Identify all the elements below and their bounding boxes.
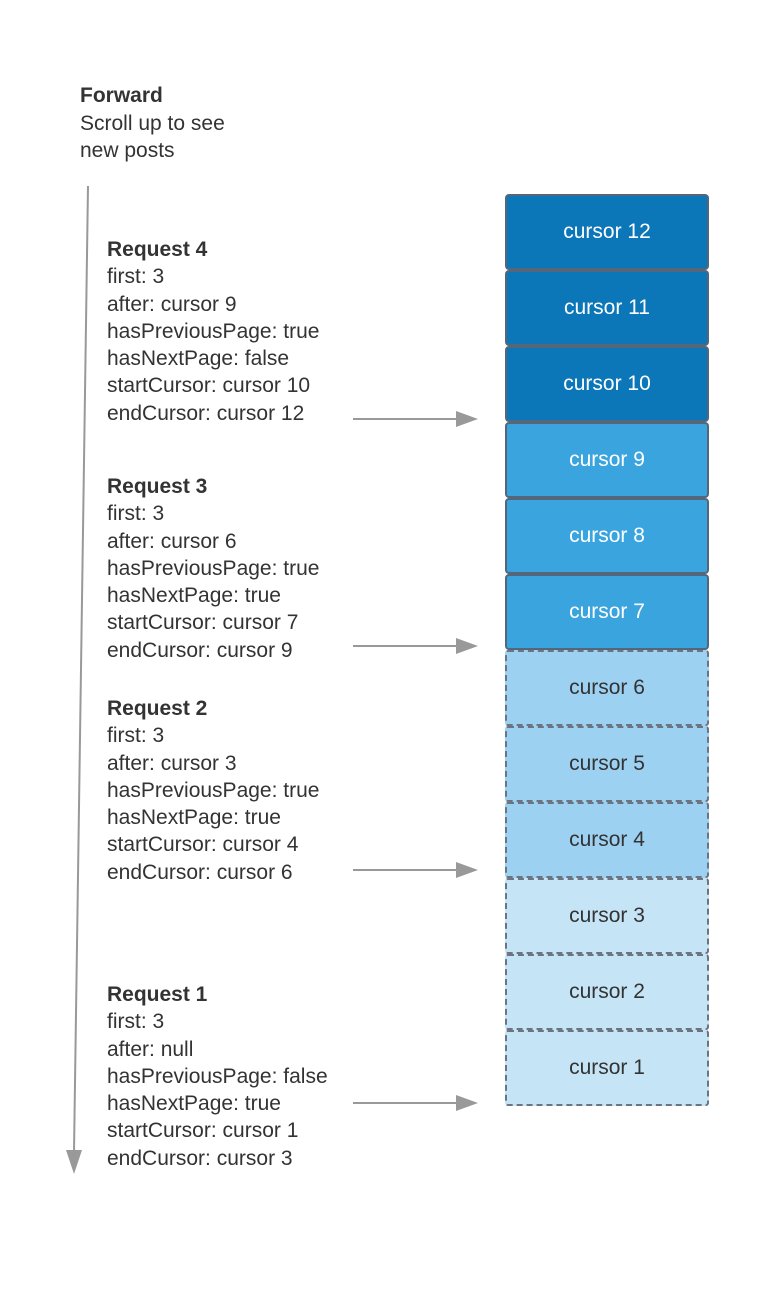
header-title: Forward	[80, 84, 163, 107]
request-param: hasPreviousPage: false	[107, 1064, 328, 1088]
request-3-block: Request 3 first: 3 after: cursor 6 hasPr…	[107, 473, 319, 664]
request-param: hasPreviousPage: true	[107, 778, 320, 802]
request-4-arrowhead	[456, 411, 478, 427]
request-title: Request 1	[107, 983, 208, 1006]
request-param: first: 3	[107, 1010, 165, 1034]
request-param: startCursor: cursor 10	[107, 374, 311, 398]
request-1-block: Request 1 first: 3 after: null hasPrevio…	[107, 981, 328, 1172]
request-param: endCursor: cursor 6	[107, 860, 293, 884]
request-param: hasNextPage: true	[107, 806, 281, 830]
request-param: hasNextPage: true	[107, 584, 281, 608]
request-param: startCursor: cursor 1	[107, 1119, 299, 1143]
request-param: after: cursor 9	[107, 292, 237, 316]
request-param: hasPreviousPage: true	[107, 319, 320, 343]
cursor-box-3: cursor 3	[505, 878, 709, 954]
request-param: first: 3	[107, 265, 165, 289]
request-param: after: null	[107, 1037, 194, 1061]
request-param: first: 3	[107, 724, 165, 748]
request-2-block: Request 2 first: 3 after: cursor 3 hasPr…	[107, 695, 319, 886]
request-param: first: 3	[107, 502, 165, 526]
request-param: after: cursor 3	[107, 751, 237, 775]
request-3-arrowhead	[456, 638, 478, 654]
request-param: endCursor: cursor 12	[107, 401, 305, 425]
cursor-box-10: cursor 10	[505, 346, 709, 422]
scroll-direction-arrowhead	[66, 1150, 82, 1174]
request-param: after: cursor 6	[107, 529, 237, 553]
header-subtitle-line: Scroll up to see	[80, 111, 225, 135]
request-param: endCursor: cursor 3	[107, 1146, 293, 1170]
request-param: hasPreviousPage: true	[107, 556, 320, 580]
request-param: hasNextPage: true	[107, 1092, 281, 1116]
request-param: startCursor: cursor 4	[107, 833, 299, 857]
scroll-direction-line	[73, 185, 89, 1153]
request-param: startCursor: cursor 7	[107, 611, 299, 635]
cursor-box-7: cursor 7	[505, 574, 709, 650]
request-1-arrowhead	[456, 1095, 478, 1111]
cursor-box-12: cursor 12	[505, 194, 709, 270]
cursor-box-5: cursor 5	[505, 726, 709, 802]
request-param: endCursor: cursor 9	[107, 638, 293, 662]
request-title: Request 3	[107, 475, 208, 498]
request-title: Request 4	[107, 238, 208, 261]
request-4-block: Request 4 first: 3 after: cursor 9 hasPr…	[107, 236, 319, 427]
cursor-box-11: cursor 11	[505, 270, 709, 346]
cursor-box-2: cursor 2	[505, 954, 709, 1030]
cursor-box-1: cursor 1	[505, 1030, 709, 1106]
cursor-box-8: cursor 8	[505, 498, 709, 574]
cursor-box-6: cursor 6	[505, 650, 709, 726]
cursor-box-4: cursor 4	[505, 802, 709, 878]
request-title: Request 2	[107, 697, 208, 720]
header-subtitle-line: new posts	[80, 139, 175, 162]
cursor-box-9: cursor 9	[505, 422, 709, 498]
request-2-arrowhead	[456, 862, 478, 878]
diagram-header: Forward Scroll up to see new posts	[80, 82, 225, 165]
request-param: hasNextPage: false	[107, 347, 290, 371]
